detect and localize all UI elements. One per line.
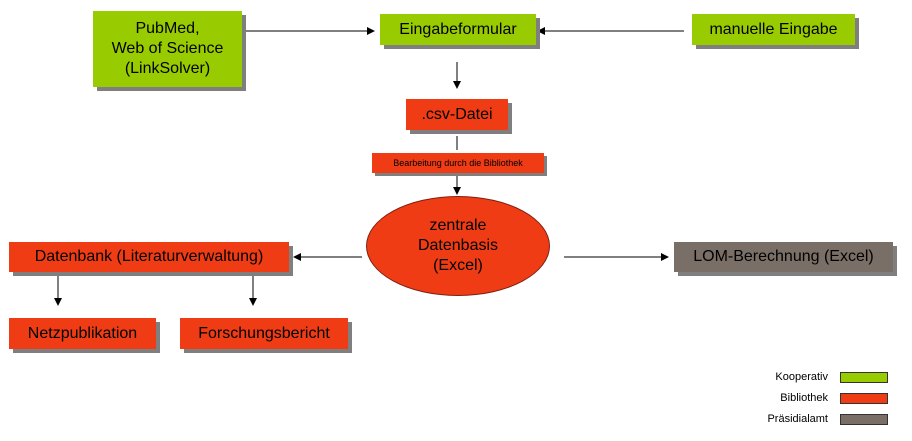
- node-manuelle-eingabe: manuelle Eingabe: [692, 14, 855, 45]
- legend-swatch: [840, 371, 888, 383]
- legend-item-bibliothek: Bibliothek: [708, 392, 888, 404]
- node-lom-berechnung: LOM-Berechnung (Excel): [674, 242, 893, 272]
- node-bearbeitung: Bearbeitung durch die Bibliothek: [372, 153, 544, 173]
- legend-label: Präsidialamt: [767, 413, 828, 425]
- node-csv-datei: .csv-Datei: [406, 99, 508, 130]
- legend-label: Bibliothek: [780, 392, 828, 404]
- node-forschungsbericht: Forschungsbericht: [180, 318, 348, 349]
- legend-item-kooperativ: Kooperativ: [708, 371, 888, 383]
- legend-item-praesidialamt: Präsidialamt: [708, 413, 888, 425]
- node-zentrale-datenbasis: zentrale Datenbasis (Excel): [366, 196, 550, 296]
- legend-swatch: [840, 392, 888, 404]
- node-eingabeformular: Eingabeformular: [380, 14, 536, 45]
- legend-label: Kooperativ: [775, 371, 828, 383]
- node-datenbank: Datenbank (Literaturverwaltung): [9, 242, 289, 272]
- node-netzpublikation: Netzpublikation: [9, 318, 156, 349]
- legend-swatch: [840, 413, 888, 425]
- node-pubmed: PubMed, Web of Science (LinkSolver): [93, 11, 242, 87]
